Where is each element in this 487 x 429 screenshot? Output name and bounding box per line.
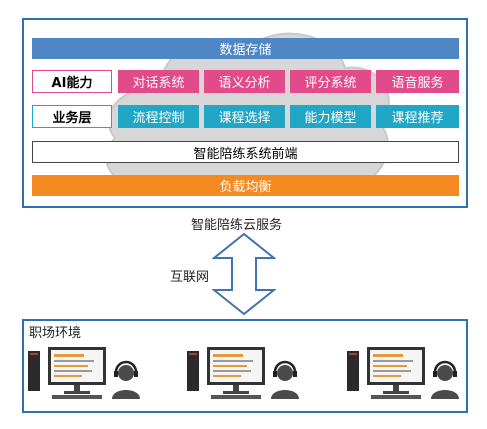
ai-capability-label-box: AI能力 xyxy=(32,70,112,93)
cloud-service-caption: 智能陪练云服务 xyxy=(191,218,283,233)
ai-item-voice-service: 语音服务 xyxy=(376,70,459,93)
ai-item-scoring-system: 评分系统 xyxy=(290,70,371,93)
ai-item-semantic-analysis: 语义分析 xyxy=(204,70,285,93)
load-balance-bar: 负载均衡 xyxy=(32,175,459,196)
biz-item-flow-control: 流程控制 xyxy=(118,105,199,128)
keyboard-icon xyxy=(52,395,102,399)
internet-label: 互联网 xyxy=(170,270,210,285)
ai-item-dialog-system: 对话系统 xyxy=(118,70,199,93)
headset-user-icon xyxy=(431,360,459,399)
biz-item-ability-model: 能力模型 xyxy=(290,105,371,128)
monitor-icon xyxy=(48,347,106,394)
biz-item-course-recommend: 课程推荐 xyxy=(376,105,459,128)
monitor-icon xyxy=(367,347,425,394)
workplace-title: 职场环境 xyxy=(29,326,82,341)
computer-tower-icon xyxy=(187,351,199,391)
workstation-2 xyxy=(187,347,299,399)
business-layer-label: 业务层 xyxy=(52,111,92,126)
data-storage-bar: 数据存储 xyxy=(32,38,459,59)
ai-item-label: 评分系统 xyxy=(304,76,357,91)
headset-user-icon xyxy=(271,360,299,399)
ai-item-label: 语义分析 xyxy=(218,76,271,91)
frontend-bar: 智能陪练系统前端 xyxy=(32,141,459,163)
keyboard-icon xyxy=(371,395,421,399)
ai-item-label: 对话系统 xyxy=(132,76,185,91)
biz-item-course-selection: 课程选择 xyxy=(204,105,285,128)
business-layer-label-box: 业务层 xyxy=(32,105,112,128)
workstation-1 xyxy=(28,347,140,399)
frontend-label: 智能陪练系统前端 xyxy=(193,146,298,162)
keyboard-icon xyxy=(211,395,261,399)
load-balance-label: 负载均衡 xyxy=(219,180,272,195)
headset-user-icon xyxy=(112,360,140,399)
ai-item-label: 语音服务 xyxy=(391,76,444,91)
workstation-3 xyxy=(347,347,459,399)
computer-tower-icon xyxy=(28,351,40,391)
bidirectional-arrow-icon xyxy=(212,232,276,316)
biz-item-label: 能力模型 xyxy=(304,111,357,126)
computer-tower-icon xyxy=(347,351,359,391)
biz-item-label: 课程选择 xyxy=(218,111,271,126)
monitor-icon xyxy=(207,347,265,394)
biz-item-label: 课程推荐 xyxy=(391,111,444,126)
data-storage-label: 数据存储 xyxy=(219,43,272,58)
ai-capability-label: AI能力 xyxy=(51,76,93,91)
biz-item-label: 流程控制 xyxy=(132,111,185,126)
